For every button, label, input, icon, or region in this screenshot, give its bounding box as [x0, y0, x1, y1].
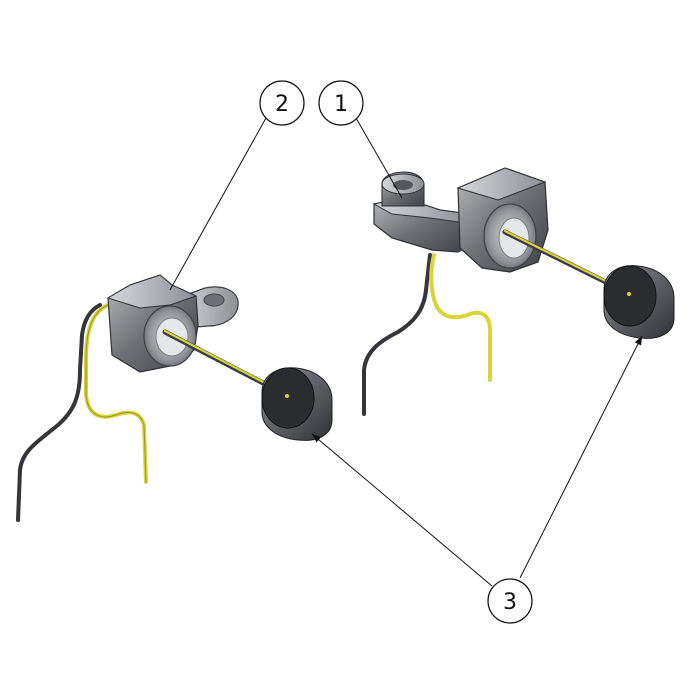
balloon-2: 2	[259, 80, 305, 126]
left-assembly	[16, 274, 333, 522]
left-dark-wire	[16, 303, 102, 522]
leader-2	[169, 117, 267, 291]
balloon-3-label: 3	[503, 590, 517, 615]
balloon-2-label: 2	[275, 92, 289, 117]
left-ear-hole	[203, 293, 225, 307]
right-puck	[603, 265, 675, 339]
right-post-hole	[393, 180, 413, 190]
right-yellow-wire	[429, 253, 492, 382]
leader-3a	[311, 433, 493, 587]
balloon-1: 1	[318, 80, 364, 126]
leader-1	[355, 117, 403, 199]
balloon-3: 3	[487, 578, 533, 624]
right-assembly	[362, 167, 675, 416]
right-dark-wire	[362, 253, 432, 416]
left-puck	[261, 367, 333, 441]
leader-3b	[519, 335, 643, 579]
balloon-1-label: 1	[334, 92, 348, 117]
